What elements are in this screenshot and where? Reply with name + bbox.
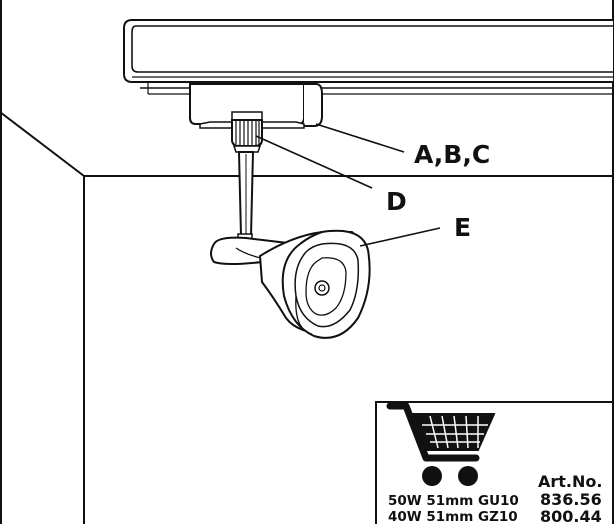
leader-d [255, 135, 373, 189]
track-adapter [189, 83, 323, 129]
lamp-stem [237, 151, 255, 243]
leader-e [359, 227, 441, 247]
callout-label-abc: A,B,C [414, 140, 490, 169]
product-info-box: Art.No. 50W 51mm GU10 836.56 40W 51mm GZ… [375, 401, 614, 524]
leader-abc [315, 123, 405, 153]
fixing-knob [231, 119, 263, 153]
ceiling-track-rail [123, 19, 614, 95]
shopping-cart-icon [386, 402, 496, 486]
callout-label-e: E [454, 213, 471, 242]
lamp-head [210, 229, 371, 339]
room-corner [0, 111, 614, 524]
callout-label-d: D [386, 187, 407, 216]
spec-row-1: 50W 51mm GU10 [388, 493, 519, 509]
art-no-row-2: 800.44 [540, 507, 602, 524]
art-no-header: Art.No. [538, 472, 602, 491]
art-no-row-1: 836.56 [540, 490, 602, 509]
spec-row-2: 40W 51mm GZ10 [388, 509, 518, 524]
callout-leaders [255, 123, 441, 247]
